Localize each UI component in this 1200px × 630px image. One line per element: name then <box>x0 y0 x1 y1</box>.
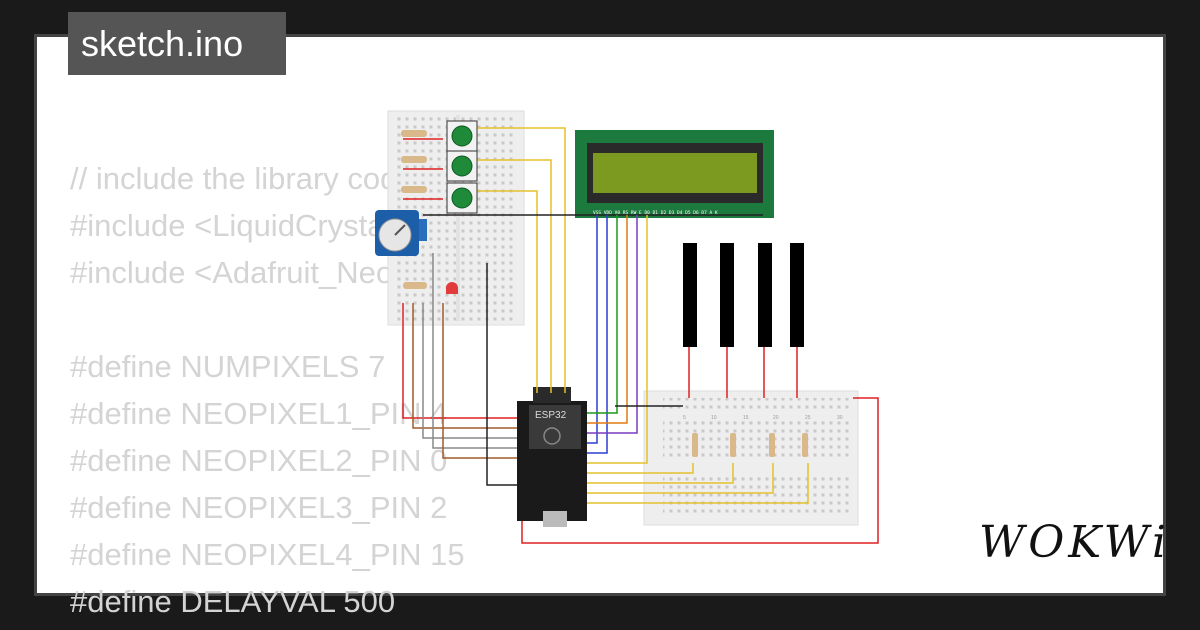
column-number: 5 <box>683 415 686 421</box>
lcd-pin-labels: VSS VDD V0 RS RW E D0 D1 D2 D3 D4 D5 D6 … <box>593 210 718 216</box>
large-breadboard: 5 10 15 20 25 30 <box>643 390 859 526</box>
code-line: #define DELAYVAL 500 <box>70 584 396 619</box>
code-preview: // include the library code: #include <L… <box>70 155 504 625</box>
pushbutton-3[interactable] <box>446 182 478 214</box>
preview-panel: // include the library code: #include <L… <box>34 34 1166 619</box>
file-name-tab[interactable]: sketch.ino <box>68 12 286 75</box>
code-line: #define NEOPIXEL4_PIN 15 <box>70 537 465 572</box>
wires <box>402 127 879 544</box>
lcd-display: VSS VDD V0 RS RW E D0 D1 D2 D3 D4 D5 D6 … <box>575 130 774 218</box>
esp32-board: ESP32 <box>517 387 587 527</box>
column-number: 30 <box>837 415 843 421</box>
esp32-label: ESP32 <box>535 410 567 421</box>
wokwi-logo: WOKWi <box>979 517 1171 568</box>
code-line: #define NUMPIXELS 7 <box>70 349 386 384</box>
neopixel-strips <box>683 243 804 347</box>
red-led <box>446 282 458 294</box>
button-resistors <box>401 130 443 289</box>
pushbutton-1[interactable] <box>446 120 478 152</box>
column-number: 20 <box>773 415 779 421</box>
column-number: 15 <box>743 415 749 421</box>
pushbutton-2[interactable] <box>446 150 478 182</box>
potentiometer[interactable] <box>375 210 427 256</box>
column-number: 25 <box>805 415 811 421</box>
circuit-diagram: VSS VDD V0 RS RW E D0 D1 D2 D3 D4 D5 D6 … <box>375 110 879 544</box>
column-number: 10 <box>711 415 717 421</box>
code-line: #define NEOPIXEL2_PIN 0 <box>70 443 448 478</box>
code-line: #define NEOPIXEL3_PIN 2 <box>70 490 448 525</box>
